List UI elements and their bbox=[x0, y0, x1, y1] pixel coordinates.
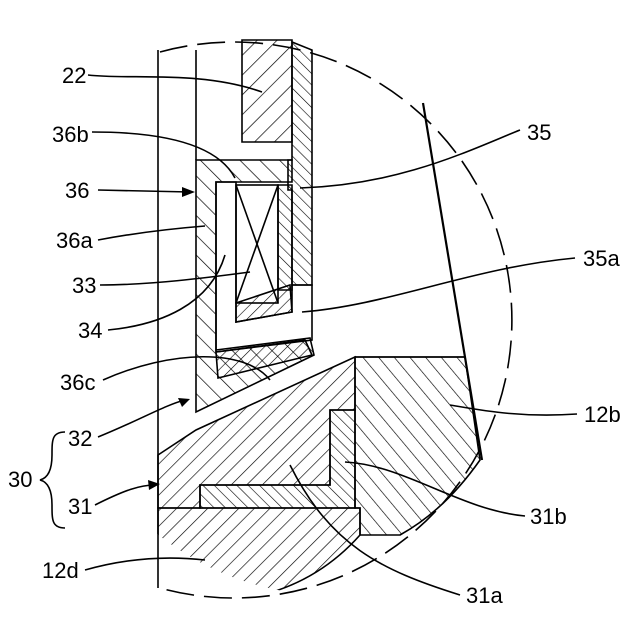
label-33: 33 bbox=[72, 273, 96, 298]
label-22: 22 bbox=[62, 63, 86, 88]
label-35a: 35a bbox=[583, 246, 620, 271]
leader-35a bbox=[302, 258, 575, 312]
part-22-body bbox=[242, 40, 292, 142]
label-35: 35 bbox=[527, 120, 551, 145]
leader-12d bbox=[85, 558, 205, 570]
label-34: 34 bbox=[78, 318, 102, 343]
brace-30 bbox=[40, 432, 65, 528]
part-12b-housing bbox=[355, 357, 480, 535]
leader-35 bbox=[300, 130, 520, 188]
leader-33 bbox=[100, 272, 250, 285]
label-12d: 12d bbox=[42, 558, 79, 583]
arrow-32 bbox=[178, 398, 190, 407]
label-36: 36 bbox=[65, 178, 89, 203]
part-35-inner-strip bbox=[278, 185, 292, 290]
leader-22 bbox=[88, 75, 262, 92]
label-31b: 31b bbox=[530, 504, 567, 529]
arrow-36 bbox=[182, 187, 195, 197]
label-36b: 36b bbox=[52, 122, 89, 147]
label-30: 30 bbox=[8, 467, 32, 492]
label-12b: 12b bbox=[584, 402, 621, 427]
leader-32 bbox=[98, 400, 185, 437]
label-31a: 31a bbox=[466, 583, 503, 608]
leader-36 bbox=[98, 190, 190, 192]
part-12d-housing bbox=[158, 508, 360, 595]
label-31: 31 bbox=[68, 494, 92, 519]
label-32: 32 bbox=[68, 426, 92, 451]
leader-36a bbox=[98, 226, 205, 240]
leader-31 bbox=[95, 485, 155, 505]
label-36c: 36c bbox=[60, 370, 95, 395]
label-36a: 36a bbox=[56, 228, 93, 253]
